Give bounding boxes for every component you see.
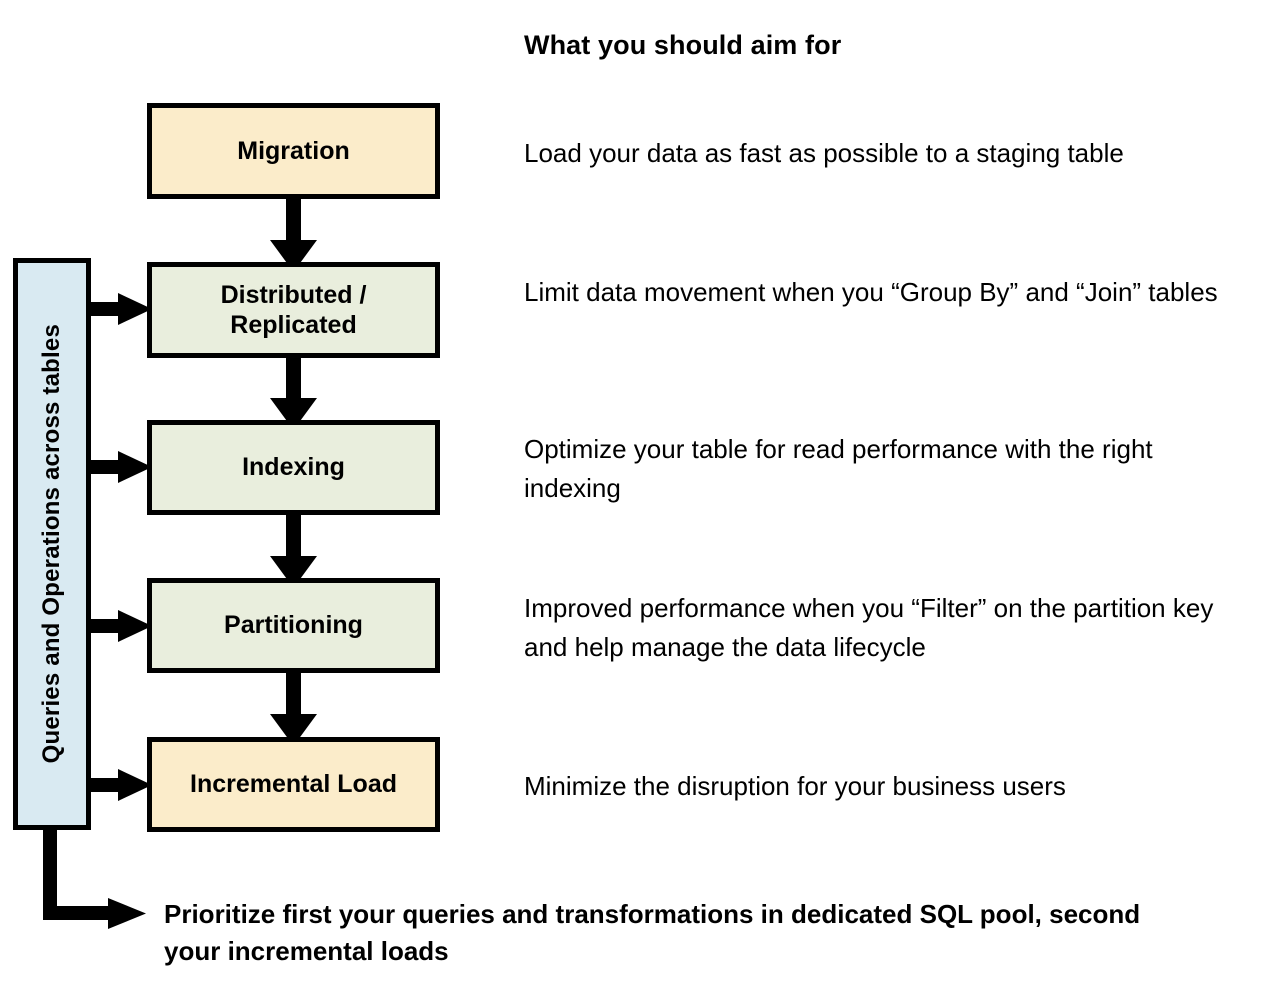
stage-label-indexing: Indexing xyxy=(242,453,345,482)
sidebar-label: Queries and Operations across tables xyxy=(38,324,65,764)
description-incremental-load: Minimize the disruption for your busines… xyxy=(524,771,1066,801)
stage-label-line-2: Replicated xyxy=(230,311,357,339)
arrow-sidebar-to-bottom-note xyxy=(43,826,146,929)
stage-label-migration: Migration xyxy=(237,136,350,165)
arrow-sidebar-to-distributed xyxy=(88,293,152,325)
description-migration: Load your data as fast as possible to a … xyxy=(524,138,1124,168)
description-partitioning: Improved performance when you “Filter” o… xyxy=(524,593,1214,662)
stage-box-distributed-replicated[interactable]: Distributed / Replicated xyxy=(147,262,440,358)
stage-box-indexing[interactable]: Indexing xyxy=(147,420,440,515)
stage-label-distributed-replicated: Distributed / Replicated xyxy=(221,280,367,341)
arrow-sidebar-to-incremental xyxy=(88,769,152,801)
description-indexing: Optimize your table for read performance… xyxy=(524,434,1153,503)
arrow-sidebar-to-partitioning xyxy=(88,610,152,642)
bottom-note: Prioritize first your queries and transf… xyxy=(164,899,1141,966)
stage-box-partitioning[interactable]: Partitioning xyxy=(147,578,440,673)
stage-label-partitioning: Partitioning xyxy=(224,611,363,640)
stage-box-migration[interactable]: Migration xyxy=(147,103,440,199)
sidebar-queries-operations: Queries and Operations across tables xyxy=(13,258,91,830)
stage-label-line-1: Distributed / xyxy=(220,280,367,309)
page-title: What you should aim for xyxy=(524,30,842,60)
stage-box-incremental-load[interactable]: Incremental Load xyxy=(147,737,440,832)
stage-label-incremental-load: Incremental Load xyxy=(190,770,397,799)
description-distributed-replicated: Limit data movement when you “Group By” … xyxy=(524,277,1218,307)
arrow-partitioning-to-incremental xyxy=(270,673,317,746)
arrow-sidebar-to-indexing xyxy=(88,451,152,483)
